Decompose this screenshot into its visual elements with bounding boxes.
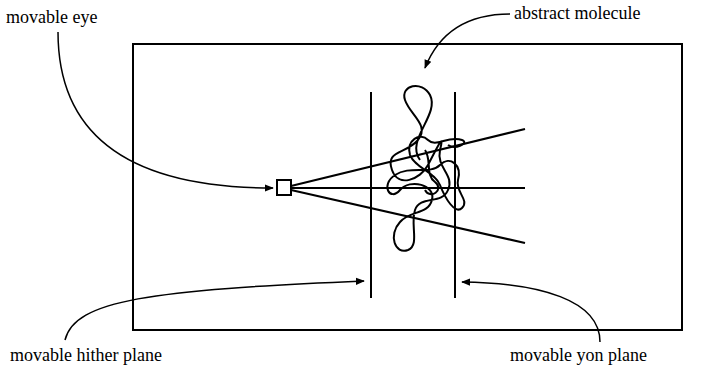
view-frustum [291, 129, 525, 243]
yon-plane [454, 92, 456, 298]
molecule-scribble [387, 86, 464, 251]
eye-label: movable eye [6, 8, 97, 28]
leader-arrows [58, 14, 600, 342]
molecule-label: abstract molecule [514, 4, 640, 24]
yon-plane-label: movable yon plane [510, 346, 647, 366]
hither-plane-label: movable hither plane [10, 346, 162, 366]
frame-border [133, 44, 682, 330]
hither-plane [370, 92, 372, 298]
eye-symbol [277, 180, 291, 195]
